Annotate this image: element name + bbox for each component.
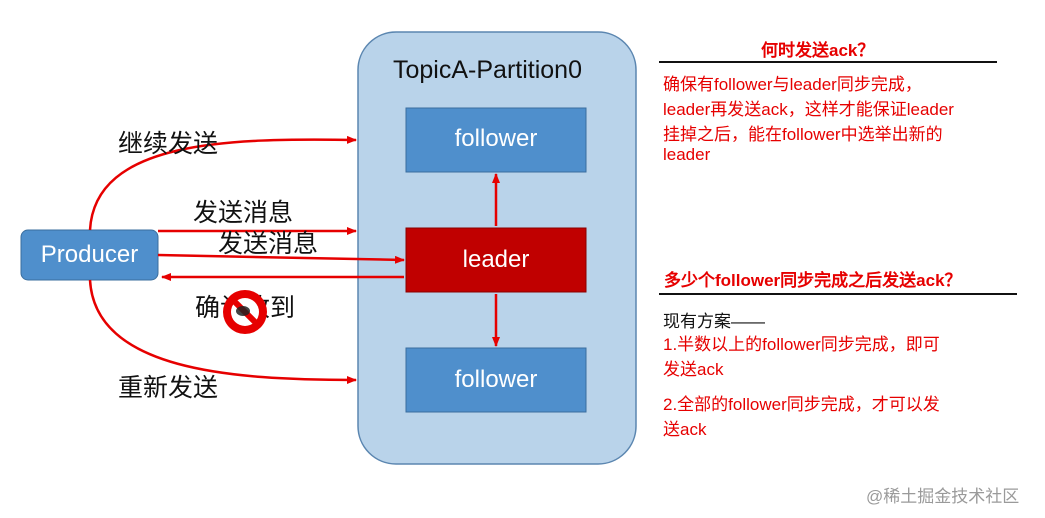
partition-title: TopicA-Partition0 (393, 56, 582, 84)
prohibited-icon (223, 290, 267, 334)
label-send-message-1: 发送消息 (193, 199, 294, 227)
note-q2-rule (659, 293, 1017, 295)
note-q2-intro: 现有方案—— (663, 312, 765, 331)
producer-label: Producer (40, 241, 139, 268)
follower-top-label: follower (454, 125, 538, 152)
leader-box (405, 227, 587, 293)
watermark: @稀土掘金技术社区 (866, 487, 1020, 506)
follower-top-box (405, 107, 587, 173)
leader-label: leader (462, 246, 530, 273)
label-resend: 重新发送 (118, 374, 219, 402)
producer-box (20, 229, 159, 281)
note-q2-option2-line-1: 2.全部的follower同步完成，才可以发 (663, 395, 940, 414)
note-q1-title: 何时发送ack？ (761, 41, 875, 60)
label-continue-send: 继续发送 (118, 130, 219, 158)
arrow-continue-send (88, 135, 357, 231)
follower-bottom-box (405, 347, 587, 413)
note-q2-option1-line-1: 1.半数以上的follower同步完成，即可 (663, 335, 940, 354)
follower-bottom-label: follower (454, 366, 538, 393)
note-q1-line-3: 挂掉之后，能在follower中选举出新的 (663, 125, 943, 144)
note-q2-option2-line-2: 送ack (663, 420, 707, 439)
note-q2-option1-line-2: 发送ack (663, 360, 724, 379)
note-q1-line-2: leader再发送ack，这样才能保证leader (663, 100, 954, 119)
note-q1-line-1: 确保有follower与leader同步完成， (663, 75, 922, 94)
note-q2-title: 多少个follower同步完成之后发送ack？ (664, 271, 962, 290)
arrow-resend (88, 279, 357, 384)
note-q1-rule (659, 61, 997, 63)
arrow-send-message-2 (157, 253, 405, 264)
label-send-message-2: 发送消息 (218, 230, 319, 258)
note-q1-line-4: leader (663, 145, 711, 164)
